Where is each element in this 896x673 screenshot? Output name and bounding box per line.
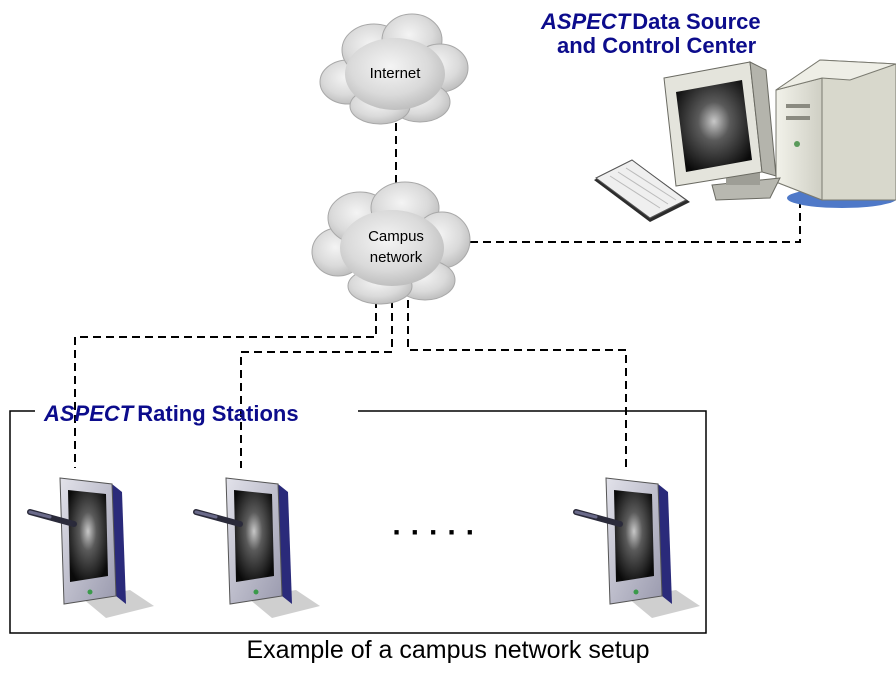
figure-caption: Example of a campus network setup [246, 636, 650, 664]
rating-station-devices [27, 477, 700, 618]
link-campus-control-center [470, 198, 801, 243]
network-links [74, 123, 801, 468]
rating-stations-title: Rating Stations [137, 401, 298, 426]
svg-text:ASPECTData Source: ASPECTData Source [540, 9, 761, 34]
campus-network-label-line1: Campus [368, 228, 424, 245]
rating-station-n-icon [573, 477, 700, 618]
aspect-brand: ASPECT [540, 9, 632, 34]
control-center-title: ASPECTData Source and Control Center [540, 9, 761, 58]
rating-station-1-icon [27, 477, 154, 618]
link-station-2 [240, 300, 393, 468]
more-stations-ellipsis: · · · · · [392, 516, 475, 549]
link-station-1 [74, 300, 377, 468]
internet-label: Internet [370, 65, 422, 82]
campus-network-label-line2: network [370, 249, 423, 266]
internet-cloud-icon: Internet [319, 13, 469, 125]
control-center-title-line1: Data Source [632, 9, 760, 34]
link-station-n [407, 300, 627, 468]
control-center-title-line2: and Control Center [557, 33, 757, 58]
desktop-computer-icon [594, 59, 896, 222]
rating-station-2-icon [193, 477, 320, 618]
rating-stations-brand: ASPECT [43, 401, 135, 426]
campus-network-cloud-icon: Campus network [311, 181, 471, 305]
